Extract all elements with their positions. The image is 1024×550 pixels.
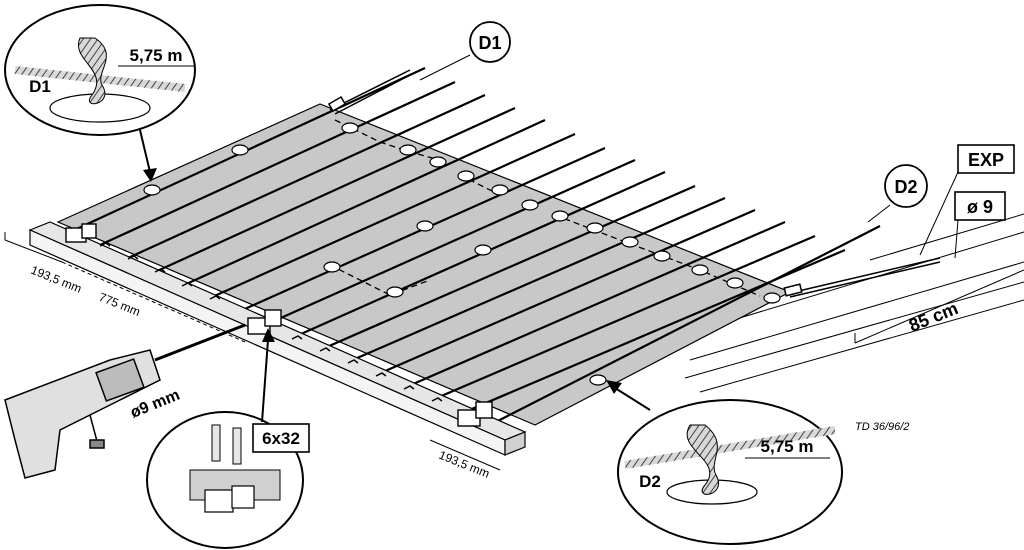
screw-zoom-callout: 6x32 [146,411,310,549]
ground-lines [684,213,1024,393]
grommets [143,122,781,386]
drill-icon [4,323,246,479]
d2-pointer [606,380,651,411]
d1-circle-text: D1 [478,33,501,53]
dia9-label: ø 9 [954,191,1006,259]
d1-zoom-tag: D1 [29,77,51,96]
reference-code: TD 36/96/2 [855,421,909,433]
dim-right-offset: 193,5 mm [437,448,492,481]
dia9-text: ø 9 [967,197,993,217]
dim-85cm: 85 cm [906,298,961,336]
d2-zoom-tag: D2 [639,472,661,491]
exp-label: EXP [919,144,1015,256]
tension-cables [327,69,941,298]
d1-label: D1 [419,21,511,81]
cover-sheet [56,103,792,426]
d2-zoom-length: 5,75 m [761,437,814,456]
hooks [99,242,443,402]
exp-text: EXP [968,150,1004,170]
screw-text: 6x32 [262,429,300,448]
d2-label: D2 [867,164,928,223]
d1-zoom-length: 5,75 m [130,46,183,65]
d1-zoom-callout: 5,75 m D1 [4,4,196,136]
brackets [65,223,493,427]
rope-lines [69,67,881,427]
d2-circle-text: D2 [894,177,917,197]
d2-zoom-callout: 5,75 m D2 [617,399,843,545]
dimension-lines [4,232,1024,471]
d1-pointer [139,129,157,182]
screw-pointer [261,328,275,423]
